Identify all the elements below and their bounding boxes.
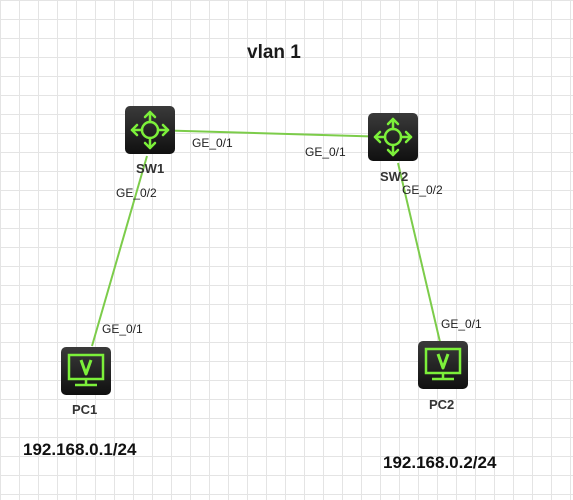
pc1-port-ge01-label: GE_0/1 xyxy=(102,322,143,336)
pc1-label: PC1 xyxy=(72,402,98,417)
pc2-monitor-icon[interactable] xyxy=(418,341,468,389)
sw2-port-ge01-label: GE_0/1 xyxy=(305,145,346,159)
sw1-router-icon[interactable] xyxy=(125,106,175,154)
pc2-port-ge01-label: GE_0/1 xyxy=(441,317,482,331)
pc2-label: PC2 xyxy=(429,397,455,412)
sw1-port-ge02-label: GE_0/2 xyxy=(116,186,157,200)
link-sw1-pc1[interactable] xyxy=(91,155,148,347)
sw1-port-ge01-label: GE_0/1 xyxy=(192,136,233,150)
sw2-router-icon[interactable] xyxy=(368,113,418,161)
sw2-label: SW2 xyxy=(380,169,409,184)
sw2-port-ge02-label: GE_0/2 xyxy=(402,183,443,197)
link-sw1-sw2[interactable] xyxy=(149,129,393,138)
sw1-label: SW1 xyxy=(136,161,165,176)
link-sw2-pc2[interactable] xyxy=(397,162,441,343)
pc1-ip-address: 192.168.0.1/24 xyxy=(23,440,137,459)
diagram-title: vlan 1 xyxy=(247,42,301,63)
pc2-ip-address: 192.168.0.2/24 xyxy=(383,453,497,472)
pc1-monitor-icon[interactable] xyxy=(61,347,111,395)
